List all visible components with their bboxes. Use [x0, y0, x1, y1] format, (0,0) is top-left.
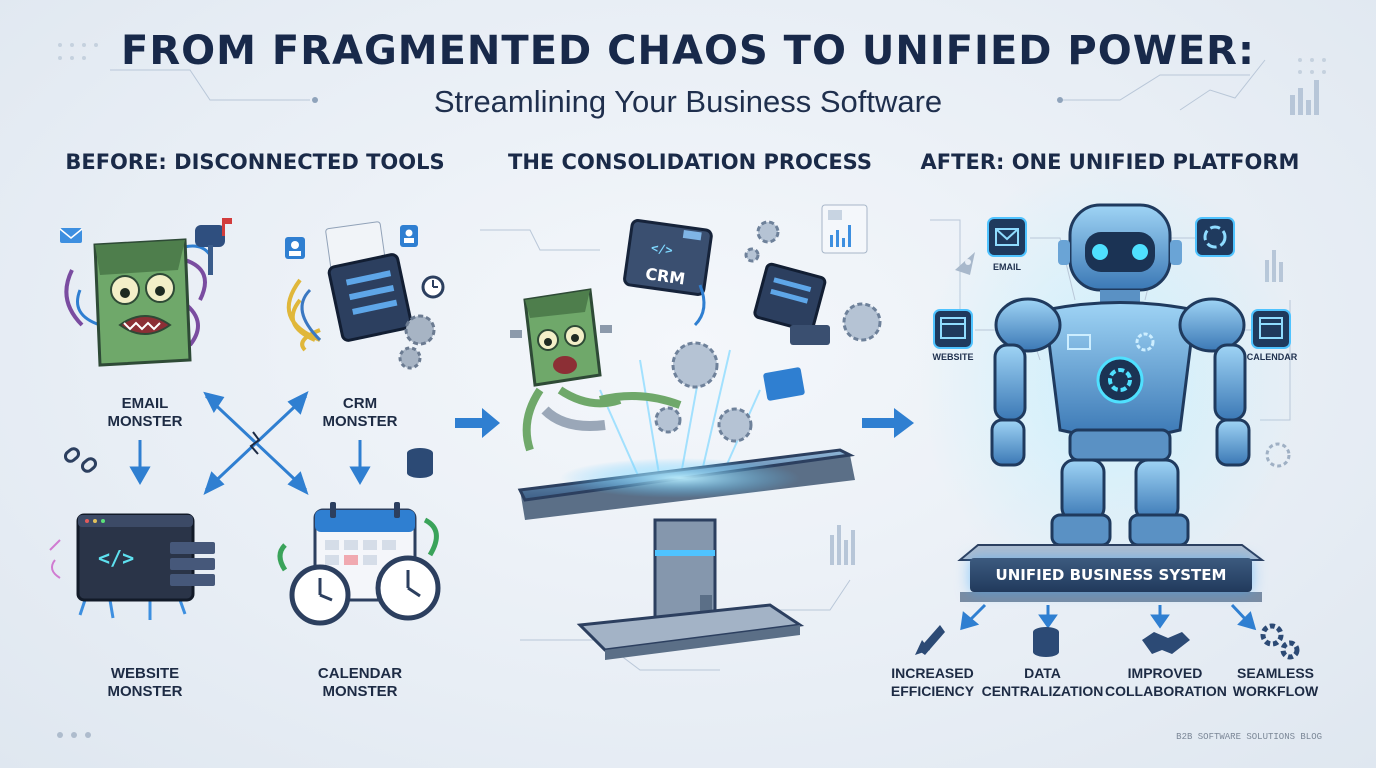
- gears-icon: [1260, 623, 1300, 660]
- section-before-heading: BEFORE: DISCONNECTED TOOLS: [65, 150, 445, 174]
- dot-grid-left: [57, 43, 1326, 738]
- robot-email-label: EMAIL: [993, 262, 1021, 272]
- unified-robot: [990, 203, 1251, 547]
- calendar-tile-icon: [1251, 309, 1291, 349]
- email-tile-icon: [987, 217, 1027, 257]
- code-tag: </>: [650, 241, 673, 258]
- page-subtitle: Streamlining Your Business Software: [433, 84, 943, 119]
- section-process-heading: THE CONSOLIDATION PROCESS: [508, 150, 872, 174]
- robot-calendar-label: CALENDAR: [1246, 352, 1298, 362]
- crm-device: [623, 219, 713, 327]
- handshake-icon: [1142, 632, 1190, 654]
- robot-platform: [957, 544, 1265, 602]
- svg-text:</>: </>: [98, 546, 134, 570]
- unified-business-system-label: UNIFIED BUSINESS SYSTEM: [970, 558, 1252, 592]
- benefit-arrows: [960, 603, 1257, 631]
- spark-icon: [249, 431, 261, 455]
- calendar-monster-illustration: [277, 502, 441, 626]
- robot-website-label: WEBSITE: [932, 352, 974, 362]
- rocket-deco-icon: [955, 252, 975, 275]
- website-tile-icon: [933, 309, 973, 349]
- flow-arrow-1: [455, 408, 500, 438]
- transforming-monster: [510, 288, 682, 452]
- chart-card: [821, 204, 868, 254]
- database-icon-left: [407, 448, 433, 478]
- sync-tile-icon: [1195, 217, 1235, 257]
- gear-icons-process: [654, 220, 882, 443]
- database-icon: [1033, 627, 1059, 657]
- broken-link-icon: [63, 447, 98, 473]
- page-title: FROM FRAGMENTED CHAOS TO UNIFIED POWER:: [121, 28, 1255, 74]
- website-monster-illustration: </>: [49, 513, 215, 620]
- floating-server: [753, 262, 830, 401]
- consolidation-table: [517, 448, 855, 660]
- crm-monster-illustration: [285, 221, 445, 370]
- chaos-arrows: [129, 391, 371, 495]
- email-monster-illustration: [59, 218, 232, 367]
- rocket-icon: [915, 625, 945, 655]
- gear-deco-right: [1265, 442, 1291, 468]
- flow-arrow-2: [862, 408, 914, 438]
- footer-credit: B2B SOFTWARE SOLUTIONS BLOG: [1176, 732, 1322, 742]
